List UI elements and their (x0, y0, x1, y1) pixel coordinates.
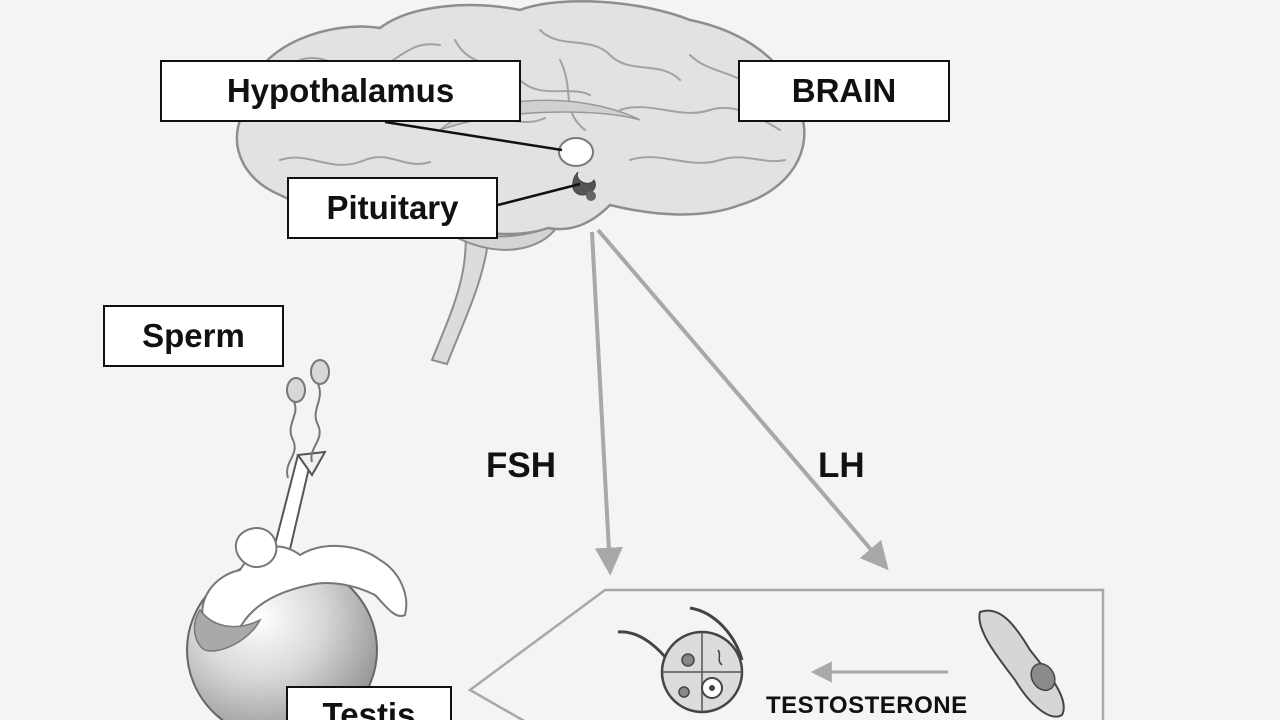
pituitary-label: Pituitary (287, 177, 498, 239)
hypothalamus-leader-line (384, 120, 563, 152)
brain-label: BRAIN (738, 60, 950, 122)
sperm-label: Sperm (103, 305, 284, 367)
fsh-label: FSH (486, 446, 556, 485)
testis-detail-callout (467, 588, 1105, 720)
testis-label: Testis (286, 686, 452, 720)
sperm-icon (286, 359, 330, 479)
hypothalamus-label: Hypothalamus (160, 60, 521, 122)
testosterone-label: TESTOSTERONE (766, 692, 968, 719)
testis-icon (186, 450, 408, 720)
leydig-cell-icon (978, 609, 1065, 718)
fsh-arrow (590, 231, 623, 576)
pituitary-leader-line (497, 182, 581, 207)
lh-arrow (596, 228, 889, 571)
sertoli-cell-icon (617, 606, 744, 714)
lh-label: LH (818, 446, 865, 485)
